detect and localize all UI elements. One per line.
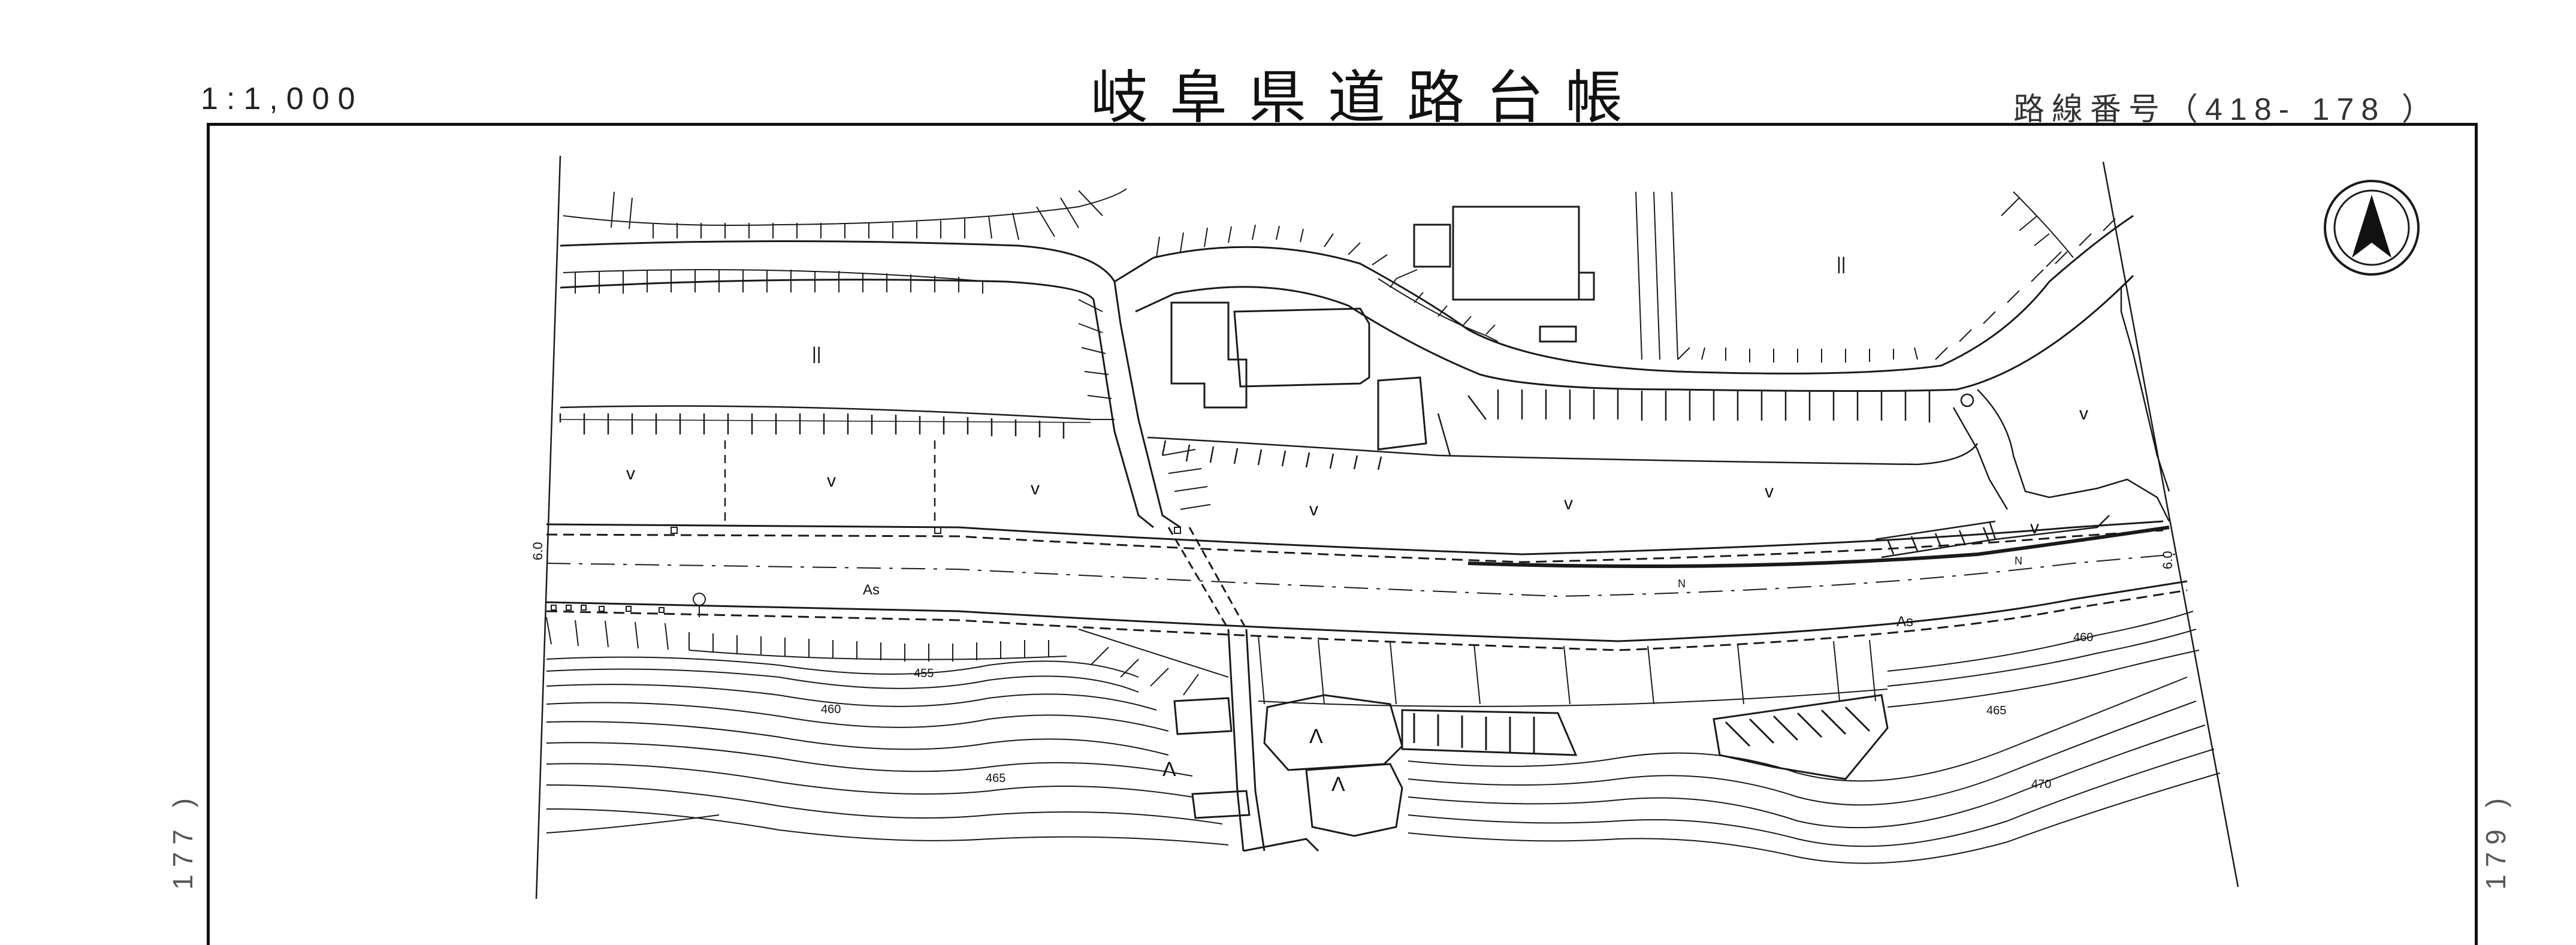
slope-hatching-upper <box>563 188 2116 363</box>
contour-label: 460 <box>821 703 841 716</box>
edge-mark: 6.0 <box>530 542 545 560</box>
field-symbol: v <box>827 471 836 491</box>
contour-label: 460 <box>2073 631 2093 644</box>
road-surface-label: As <box>1896 614 1913 630</box>
road-surface-labels: As As <box>863 582 1913 630</box>
forest-plots <box>1173 694 1889 837</box>
field-boundaries-north <box>559 275 2170 558</box>
n-mark: N <box>2015 555 2022 567</box>
contour-elevation-labels: 455 460 465 460 465 470 <box>821 631 2093 791</box>
edge-marks: 6.0 6.0 N N <box>530 542 2175 590</box>
contour-label: 465 <box>1986 704 2006 717</box>
forest-symbol: Λ <box>1162 758 1176 781</box>
forest-symbol: Λ <box>1309 725 1323 748</box>
upper-road <box>560 215 2134 392</box>
land-use-symbols: || || v v v v v v v v Λ Λ Λ <box>626 254 2088 796</box>
map-frame <box>207 123 2478 945</box>
road-edge-marks <box>551 527 1181 617</box>
contour-label: 470 <box>2031 778 2051 791</box>
field-symbol: v <box>2079 404 2088 424</box>
route-number: 路線番号（418- 178 ） <box>2013 92 2440 127</box>
field-symbol: v <box>1309 500 1318 520</box>
north-arrow-icon <box>2324 180 2420 276</box>
field-symbol: v <box>1031 479 1040 499</box>
slope-hatching-side-road <box>1078 299 1211 510</box>
side-road-vertical <box>1092 256 1319 852</box>
page-title: 岐阜県道路台帳 <box>1091 66 1644 130</box>
slope-hatching-south <box>546 617 1888 707</box>
field-symbol: v <box>1564 494 1573 514</box>
field-symbol: v <box>626 464 635 484</box>
forest-symbol: Λ <box>1331 773 1345 796</box>
field-symbol: v <box>1765 482 1774 502</box>
paddy-symbol: || <box>1837 254 1846 274</box>
n-mark: N <box>1678 578 1686 590</box>
road-surface-label: As <box>863 582 880 598</box>
survey-boundary-left <box>535 155 561 899</box>
field-symbol: v <box>2030 518 2039 538</box>
map-scale: 1:1,000 <box>201 81 364 116</box>
paddy-symbol: || <box>812 344 822 364</box>
edge-mark: 6.0 <box>2160 551 2175 569</box>
contour-label: 455 <box>914 667 934 680</box>
main-road <box>546 520 2188 651</box>
contour-label: 465 <box>986 772 1005 785</box>
contour-lines <box>546 611 2221 864</box>
buildings-north <box>1170 206 1595 451</box>
